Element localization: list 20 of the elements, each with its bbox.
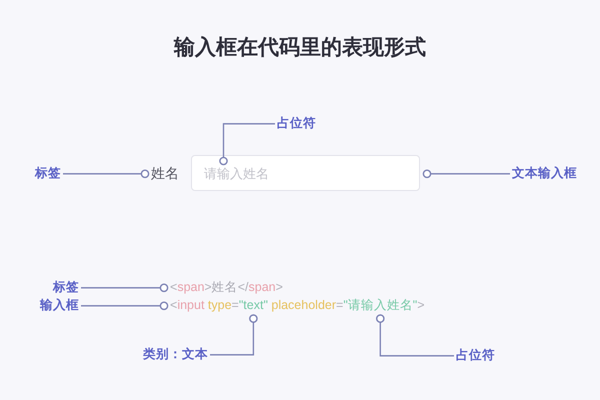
placeholder-text: 请输入姓名 [204, 166, 269, 182]
callout-label: 输入框 [40, 298, 79, 314]
code-line: <input type="text" placeholder="请输入姓名"> [170, 298, 425, 314]
callout-label: 占位符 [277, 116, 316, 132]
field-label: 姓名 [151, 165, 179, 182]
callout-label: 类别：文本 [143, 347, 208, 363]
leader-line [376, 314, 454, 356]
callout-label: 文本输入框 [512, 166, 577, 182]
callout-label: 标签 [35, 166, 61, 182]
code-line: <span>姓名</span> [170, 280, 283, 296]
leader-line [81, 302, 168, 310]
leader-line [219, 123, 275, 166]
callout-label: 标签 [53, 280, 79, 296]
leader-line [81, 284, 168, 292]
title: 输入框在代码里的表现形式 [172, 35, 427, 61]
callout-label: 占位符 [456, 348, 495, 364]
leader-line [63, 170, 150, 178]
leader-line [422, 170, 510, 178]
leader-line [210, 314, 258, 356]
input-field [191, 155, 420, 191]
